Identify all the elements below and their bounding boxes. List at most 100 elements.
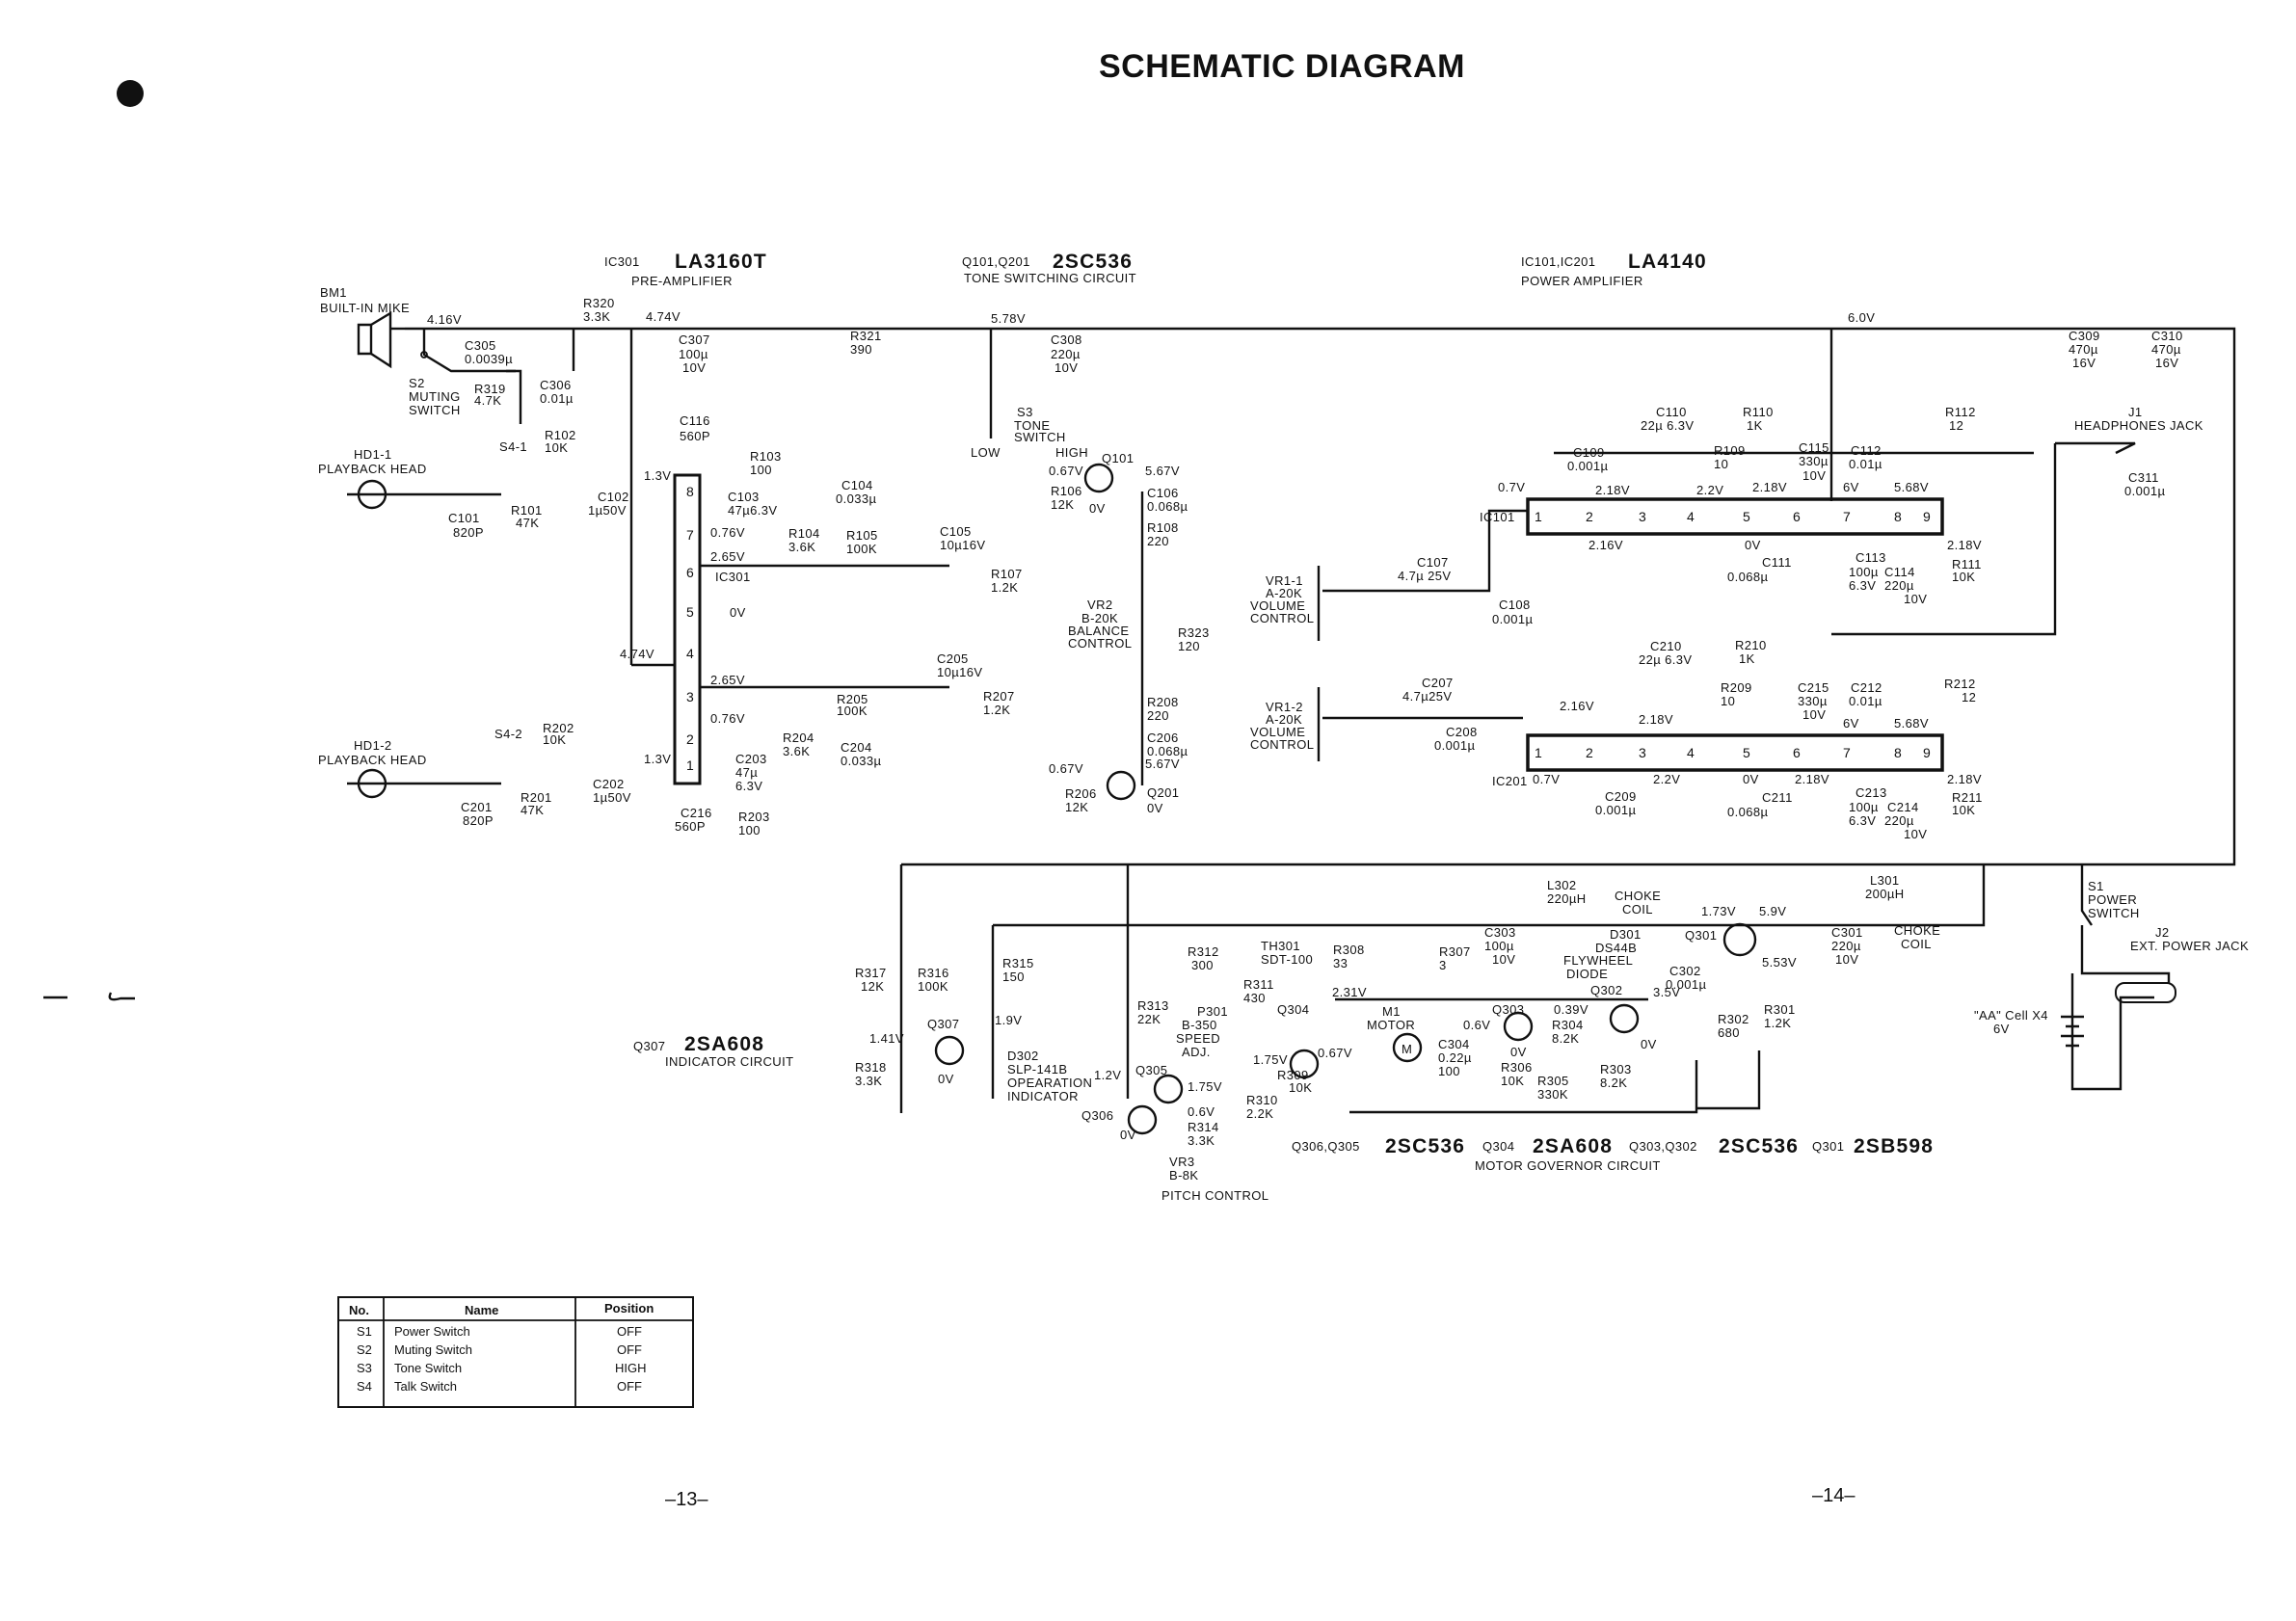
svg-text:0.068µ: 0.068µ — [1727, 805, 1769, 819]
svg-text:200µH: 200µH — [1865, 887, 1905, 901]
svg-text:L301: L301 — [1870, 873, 1900, 888]
svg-text:1: 1 — [1535, 509, 1542, 524]
svg-text:6V: 6V — [1993, 1022, 2010, 1036]
svg-text:10K: 10K — [1501, 1074, 1524, 1088]
svg-text:47µ: 47µ — [735, 765, 758, 780]
svg-text:0.01µ: 0.01µ — [540, 391, 574, 406]
svg-text:1µ50V: 1µ50V — [588, 503, 627, 518]
svg-text:C310: C310 — [2151, 329, 2183, 343]
svg-text:220: 220 — [1147, 708, 1169, 723]
svg-text:ADJ.: ADJ. — [1182, 1045, 1211, 1059]
svg-text:C207: C207 — [1422, 676, 1454, 690]
playback-head-1: HD1-1 PLAYBACK HEAD S4-1 R102 10K C101 8… — [318, 428, 671, 540]
svg-text:3: 3 — [1639, 745, 1646, 760]
indicator-header: Q307 2SA608 INDICATOR CIRCUIT — [633, 1033, 793, 1069]
svg-text:0.76V: 0.76V — [710, 525, 745, 540]
indicator-circuit: R317 12K R316 100K R315 150 1.41V Q307 1… — [855, 864, 1092, 1113]
motor-governor: 1.2V Q305 1.75V 0.6V Q306 0V R313 22K R3… — [993, 864, 1986, 1203]
svg-text:0.033µ: 0.033µ — [841, 754, 882, 768]
svg-text:560P: 560P — [675, 819, 706, 834]
svg-text:R205: R205 — [837, 692, 868, 706]
svg-text:1.75V: 1.75V — [1188, 1079, 1222, 1094]
svg-text:5.53V: 5.53V — [1762, 955, 1797, 970]
svg-text:HIGH: HIGH — [1055, 445, 1088, 460]
svg-text:C115: C115 — [1799, 440, 1829, 455]
svg-text:Power Switch: Power Switch — [394, 1324, 470, 1339]
svg-text:C214: C214 — [1887, 800, 1919, 814]
svg-text:3.5V: 3.5V — [1653, 985, 1680, 999]
svg-text:2.18V: 2.18V — [1795, 772, 1829, 786]
svg-text:R301: R301 — [1764, 1002, 1796, 1017]
svg-text:4.16V: 4.16V — [427, 312, 462, 327]
svg-text:C213: C213 — [1855, 785, 1887, 800]
svg-text:2SB598: 2SB598 — [1854, 1135, 1934, 1157]
svg-text:CHOKE: CHOKE — [1615, 889, 1661, 903]
svg-text:MOTOR GOVERNOR CIRCUIT: MOTOR GOVERNOR CIRCUIT — [1475, 1158, 1661, 1173]
table-row: S4 Talk Switch OFF — [357, 1379, 642, 1394]
svg-text:2.65V: 2.65V — [710, 549, 745, 564]
built-in-mike: BM1 BUILT-IN MIKE 4.16V C305 0.0039µ S2 … — [320, 285, 681, 424]
svg-text:"AA" Cell X4: "AA" Cell X4 — [1974, 1008, 2048, 1023]
svg-text:C102: C102 — [598, 490, 629, 504]
svg-text:C306: C306 — [540, 378, 572, 392]
svg-text:10µ16V: 10µ16V — [937, 665, 982, 679]
svg-text:C107: C107 — [1417, 555, 1449, 570]
svg-text:220: 220 — [1147, 534, 1169, 548]
svg-text:C307: C307 — [679, 332, 710, 347]
svg-text:J2: J2 — [2155, 925, 2170, 940]
svg-text:Q302: Q302 — [1590, 983, 1622, 997]
svg-text:FLYWHEEL: FLYWHEEL — [1563, 953, 1633, 968]
svg-text:IC101,IC201: IC101,IC201 — [1521, 254, 1595, 269]
governor-header: Q306,Q305 2SC536 Q304 2SA608 Q303,Q302 2… — [1292, 1135, 1934, 1173]
svg-text:R107: R107 — [991, 567, 1023, 581]
svg-text:1µ50V: 1µ50V — [593, 790, 631, 805]
svg-text:CONTROL: CONTROL — [1068, 636, 1132, 651]
svg-text:R306: R306 — [1501, 1060, 1533, 1075]
svg-text:2SC536: 2SC536 — [1719, 1135, 1799, 1157]
svg-text:2SC536: 2SC536 — [1385, 1135, 1465, 1157]
svg-text:1.3V: 1.3V — [644, 468, 671, 483]
svg-text:TH301: TH301 — [1261, 939, 1300, 953]
svg-text:0V: 0V — [1641, 1037, 1657, 1051]
svg-text:8: 8 — [686, 484, 694, 499]
svg-text:R307: R307 — [1439, 944, 1471, 959]
svg-text:2.65V: 2.65V — [710, 673, 745, 687]
svg-text:6: 6 — [1793, 745, 1801, 760]
svg-text:C309: C309 — [2069, 329, 2100, 343]
svg-text:IC301: IC301 — [715, 570, 751, 584]
svg-text:R210: R210 — [1735, 638, 1767, 652]
svg-text:2.2V: 2.2V — [1653, 772, 1680, 786]
svg-text:EXT. POWER JACK: EXT. POWER JACK — [2130, 939, 2249, 953]
svg-text:0.22µ: 0.22µ — [1438, 1050, 1472, 1065]
r321-resistor: R321 390 5.78V — [850, 311, 1026, 357]
svg-text:1.2V: 1.2V — [1094, 1068, 1121, 1082]
svg-text:C303: C303 — [1484, 925, 1516, 940]
svg-text:J1: J1 — [2128, 405, 2143, 419]
svg-text:C209: C209 — [1605, 789, 1637, 804]
svg-text:R313: R313 — [1137, 998, 1169, 1013]
svg-text:220µH: 220µH — [1547, 891, 1587, 906]
svg-text:R202: R202 — [543, 721, 574, 735]
ic101-block: IC101 1 2 3 4 5 6 7 8 9 0.7V 2.18V 2.2V … — [1480, 405, 2034, 606]
svg-text:0.001µ: 0.001µ — [1567, 459, 1609, 473]
svg-text:2: 2 — [1586, 509, 1593, 524]
svg-text:12: 12 — [1962, 690, 1976, 704]
table-header-no: No. — [349, 1303, 369, 1317]
svg-text:820P: 820P — [453, 525, 484, 540]
svg-text:16V: 16V — [2072, 356, 2096, 370]
svg-text:R320: R320 — [583, 296, 615, 310]
svg-text:R315: R315 — [1002, 956, 1034, 970]
svg-text:C114: C114 — [1884, 565, 1915, 579]
svg-text:2: 2 — [686, 731, 694, 747]
svg-text:OFF: OFF — [617, 1342, 642, 1357]
svg-text:R106: R106 — [1051, 484, 1082, 498]
svg-text:10V: 10V — [682, 360, 706, 375]
svg-text:4.7K: 4.7K — [474, 393, 501, 408]
svg-text:CONTROL: CONTROL — [1250, 611, 1314, 625]
svg-text:0V: 0V — [1120, 1128, 1136, 1142]
svg-text:100: 100 — [750, 463, 772, 477]
svg-text:Talk Switch: Talk Switch — [394, 1379, 457, 1394]
svg-text:C202: C202 — [593, 777, 625, 791]
svg-text:6.3V: 6.3V — [1849, 578, 1876, 593]
svg-text:C110: C110 — [1656, 405, 1687, 419]
